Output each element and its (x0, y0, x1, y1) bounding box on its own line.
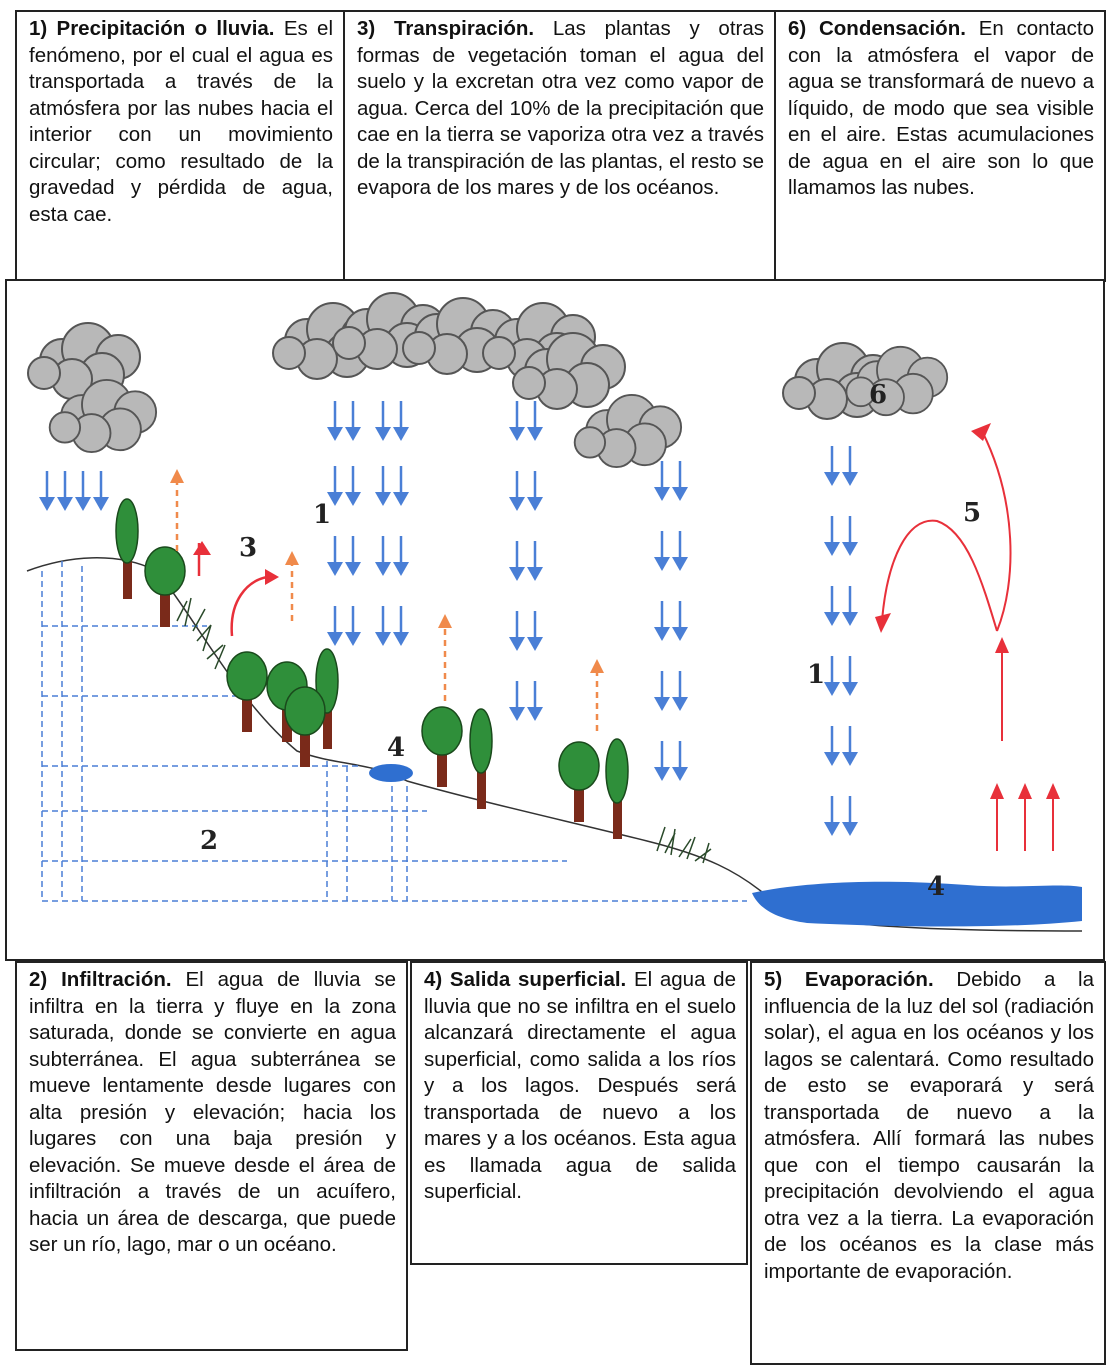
transpiration-box: 3) Transpiración. Las plantas y otras fo… (343, 10, 776, 282)
label-evaporation: 5 (963, 498, 981, 528)
label-rain-right: 1 (807, 660, 825, 690)
ocean (752, 881, 1082, 927)
label-groundwater: 2 (200, 826, 218, 856)
label-transpiration: 3 (239, 533, 257, 563)
evaporation-heading: 5) Evaporación. (764, 968, 934, 991)
rain-arrows-right (822, 444, 860, 838)
label-lake: 4 (387, 733, 405, 763)
transpiration-body: Las plantas y otras formas de vegetación… (357, 17, 764, 199)
grass (176, 597, 712, 864)
transpiration-heading: 3) Transpiración. (357, 17, 535, 40)
label-condensation: 6 (869, 380, 887, 410)
water-cycle-diagram: 1 1 2 3 4 4 5 6 (5, 279, 1105, 961)
label-rain: 1 (313, 500, 331, 530)
precipitation-body: Es el fenómeno, por el cual el agua es t… (29, 17, 333, 226)
runoff-box: 4) Salida superficial. El agua de lluvia… (410, 961, 748, 1265)
infiltration-body: El agua de lluvia se infiltra en la tier… (29, 968, 396, 1256)
condensation-body: En contacto con la atmósfera el vapor de… (788, 17, 1095, 199)
water-cycle-svg: 1 1 2 3 4 4 5 6 (26, 292, 1083, 932)
evaporation-text: 5) Evaporación. Debido a la influencia d… (764, 967, 1094, 1285)
condensation-box: 6) Condensación. En contacto con la atmó… (774, 10, 1106, 282)
condensation-text: 6) Condensación. En contacto con la atmó… (788, 16, 1094, 202)
runoff-heading: 4) Salida superficial. (424, 968, 627, 991)
lake (369, 764, 413, 782)
label-ocean: 4 (927, 872, 945, 902)
trees (115, 498, 629, 840)
hillside-ground (26, 557, 1083, 932)
runoff-text: 4) Salida superficial. El agua de lluvia… (424, 967, 736, 1206)
transpiration-arrows (170, 469, 604, 731)
evaporation-body: Debido a la influencia de la luz del sol… (764, 968, 1094, 1283)
evaporation-arrowheads (875, 423, 1060, 799)
transpiration-text: 3) Transpiración. Las plantas y otras fo… (357, 16, 764, 202)
evaporation-arrows (881, 430, 1054, 851)
precipitation-heading: 1) Precipitación o lluvia. (29, 17, 275, 40)
infiltration-text: 2) Infiltración. El agua de lluvia se in… (29, 967, 396, 1259)
condensation-heading: 6) Condensación. (788, 17, 966, 40)
cloud-left (27, 322, 158, 454)
rain-arrows-left (37, 469, 111, 513)
precipitation-text: 1) Precipitación o lluvia. Es el fenómen… (29, 16, 333, 228)
precipitation-box: 1) Precipitación o lluvia. Es el fenómen… (15, 10, 345, 282)
infiltration-heading: 2) Infiltración. (29, 968, 172, 991)
runoff-body: El agua de lluvia que no se infiltra en … (424, 968, 736, 1203)
infiltration-box: 2) Infiltración. El agua de lluvia se in… (15, 961, 408, 1351)
cloud-right (782, 342, 949, 420)
evaporation-box: 5) Evaporación. Debido a la influencia d… (750, 961, 1106, 1365)
clouds (27, 292, 949, 469)
cloud-center (272, 292, 683, 469)
groundwater-lines (41, 561, 747, 902)
